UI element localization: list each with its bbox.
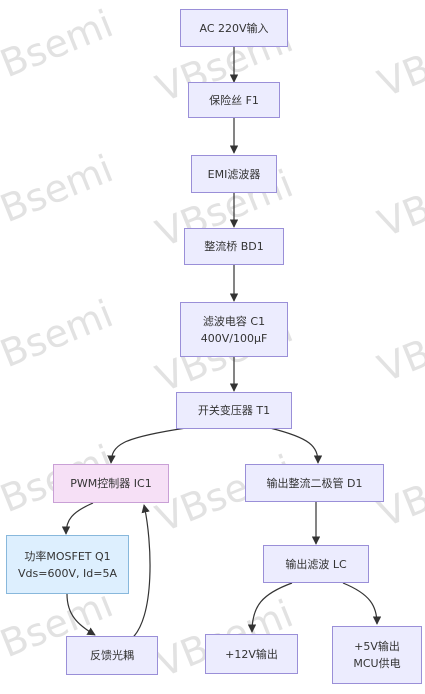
node-output-lc-filter: 输出滤波 LC [263, 545, 369, 583]
node-label: 保险丝 F1 [209, 93, 259, 107]
edge-lc-to-12v [247, 582, 293, 633]
node-label-detail: 400V/100µF [200, 331, 268, 345]
node-label: 开关变压器 T1 [197, 404, 271, 417]
edge-transformer-to-rectifier [269, 427, 323, 464]
node-label: 反馈光耦 [90, 649, 134, 662]
edge-lc-to-5v [342, 582, 382, 625]
node-pwm-controller: PWM控制器 IC1 [53, 464, 169, 503]
node-label: 输出整流二极管 D1 [266, 476, 363, 490]
edge-pwm-to-mosfet [61, 502, 94, 535]
node-fuse: 保险丝 F1 [188, 82, 280, 118]
node-label: 滤波电容 C1 [202, 314, 266, 328]
edge-optocoupler-to-pwm [129, 504, 151, 641]
node-ac-input: AC 220V输入 [180, 9, 288, 47]
node-label: 输出滤波 LC [285, 557, 347, 571]
node-label-detail: Vds=600V, Id=5A [18, 566, 117, 580]
edge-transformer-to-pwm [107, 427, 187, 464]
node-label: +12V输出 [225, 647, 278, 661]
node-bridge-rectifier: 整流桥 BD1 [184, 228, 284, 265]
node-label: EMI滤波器 [207, 167, 261, 181]
node-switching-transformer: 开关变压器 T1 [176, 392, 292, 429]
node-label: 整流桥 BD1 [204, 240, 264, 253]
node-label-detail: MCU供电 [353, 657, 401, 670]
node-12v-output: +12V输出 [205, 634, 298, 674]
node-5v-output: +5V输出 MCU供电 [332, 626, 422, 684]
node-emi-filter: EMI滤波器 [191, 155, 277, 193]
edge-mosfet-to-optocoupler [66, 593, 96, 636]
node-power-mosfet: 功率MOSFET Q1 Vds=600V, Id=5A [6, 535, 129, 594]
node-label: 功率MOSFET Q1 [24, 549, 111, 563]
node-output-rectifier: 输出整流二极管 D1 [245, 464, 384, 502]
node-filter-capacitor: 滤波电容 C1 400V/100µF [180, 302, 288, 357]
node-feedback-optocoupler: 反馈光耦 [66, 636, 158, 675]
node-label: AC 220V输入 [199, 21, 269, 35]
node-label: PWM控制器 IC1 [70, 477, 152, 490]
node-label: +5V输出 [354, 640, 400, 653]
